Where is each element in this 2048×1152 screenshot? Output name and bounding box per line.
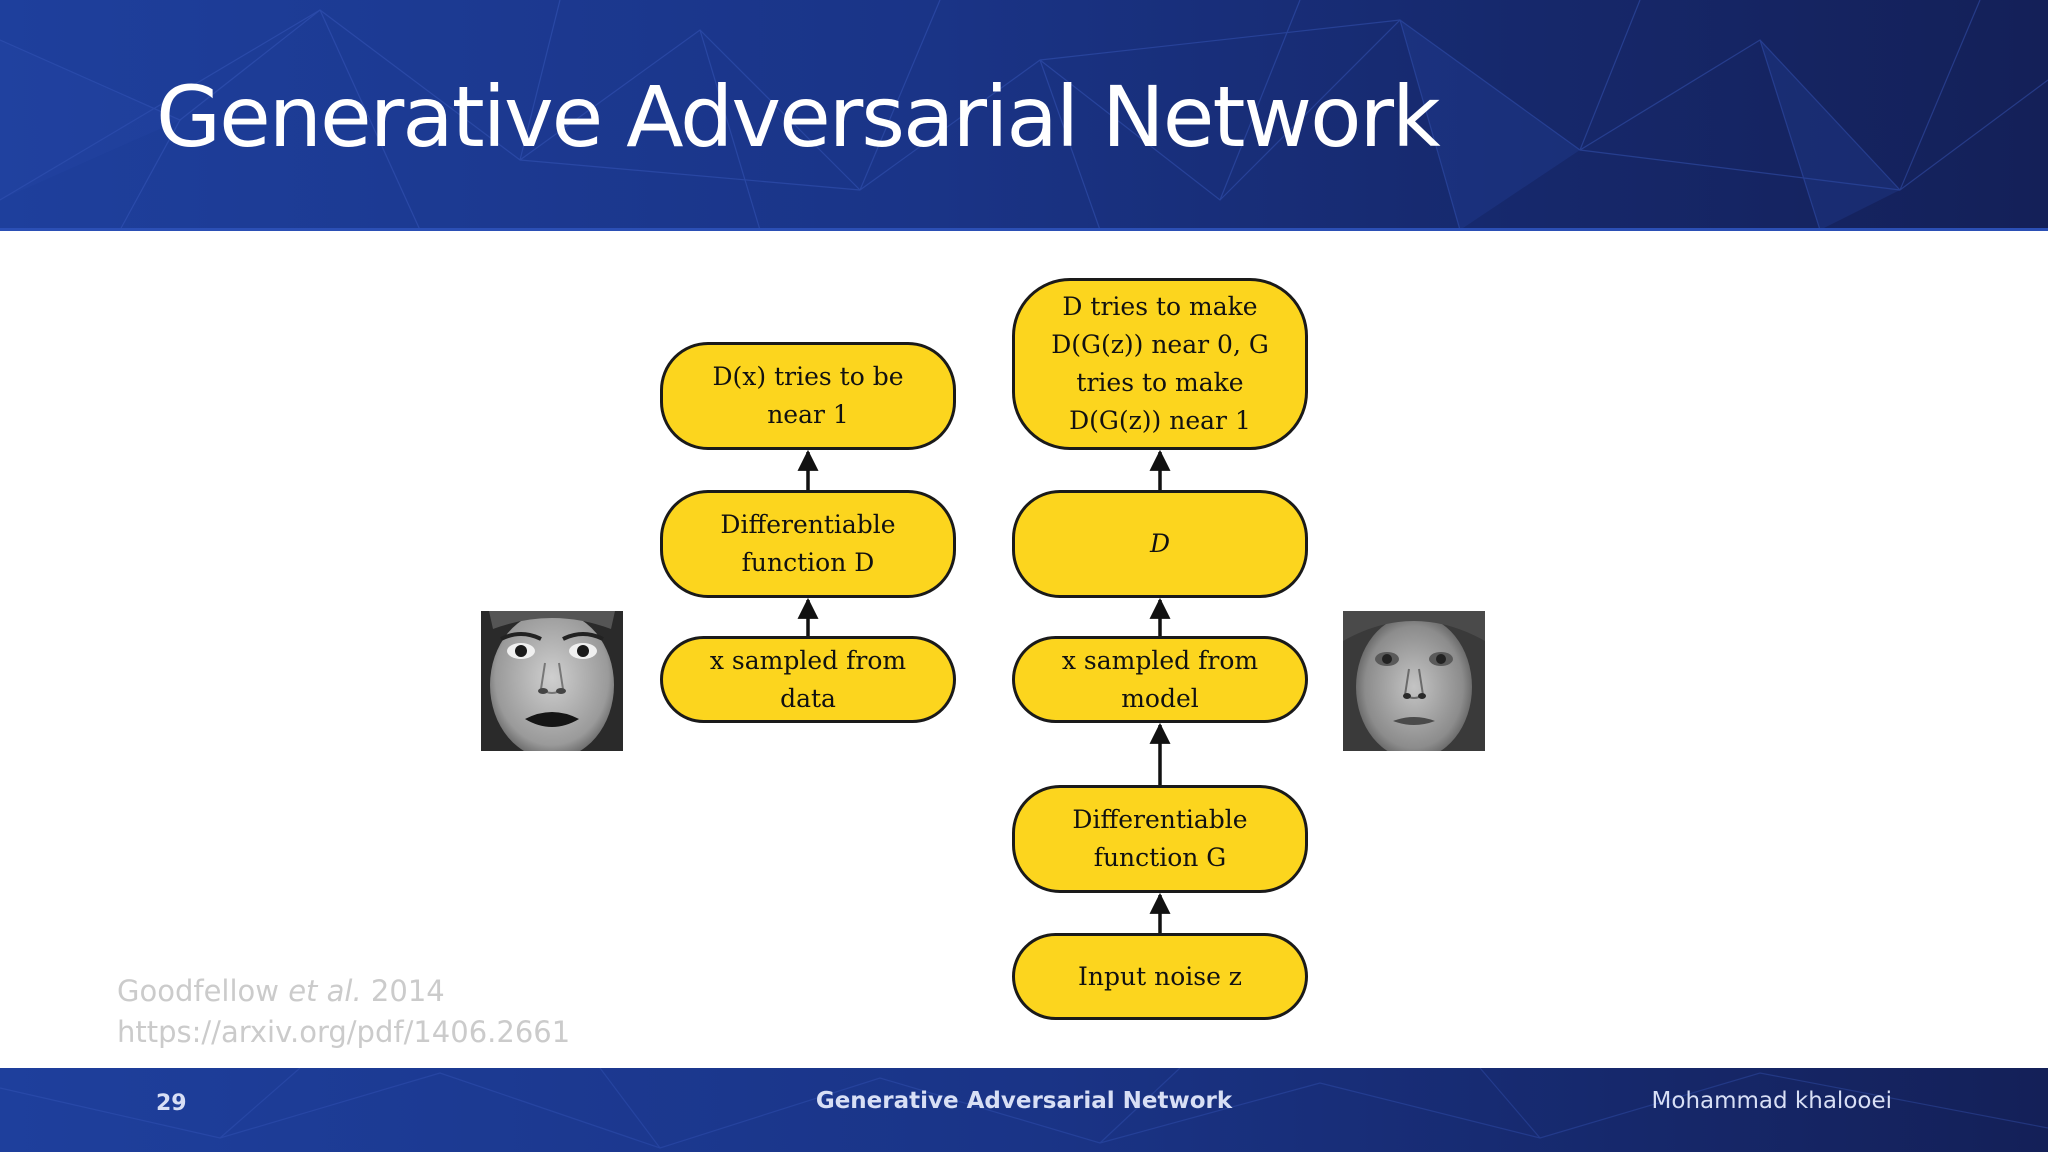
node-label: D tries to make D(G(z)) near 0, G tries … [1051, 292, 1269, 435]
citation-reference: Goodfellow et al. 2014 [117, 974, 445, 1008]
node-label: D [1149, 529, 1171, 558]
footer-title: Generative Adversarial Network [815, 1088, 1233, 1114]
node-input-noise-z: Input noise z [1012, 933, 1308, 1020]
citation-etal: et al. [288, 974, 362, 1008]
node-label: Differentiable function G [1072, 805, 1248, 872]
citation-url[interactable]: https://arxiv.org/pdf/1406.2661 [117, 1015, 571, 1049]
real-face-image [481, 611, 623, 751]
slide-header: Generative Adversarial Network [0, 0, 2048, 230]
header-divider [0, 228, 2048, 231]
node-discriminator-real-output: D(x) tries to be near 1 [660, 342, 956, 450]
slide-footer: 29 Generative Adversarial Network Mohamm… [0, 1068, 2048, 1152]
node-label: x sampled from model [1061, 645, 1259, 713]
node-x-sampled-from-data: x sampled from data [660, 636, 956, 723]
citation-authors: Goodfellow [117, 974, 279, 1008]
node-adversarial-objective: D tries to make D(G(z)) near 0, G tries … [1012, 278, 1308, 450]
footer-author: Mohammad khalooei [1651, 1088, 1892, 1114]
citation-year: 2014 [370, 974, 445, 1008]
node-label: x sampled from data [709, 645, 907, 713]
node-x-sampled-from-model: x sampled from model [1012, 636, 1308, 723]
footer-polygon-pattern [0, 1068, 2048, 1149]
node-label: Differentiable function D [720, 510, 896, 577]
node-differentiable-function-g: Differentiable function G [1012, 785, 1308, 893]
generated-face-image [1343, 611, 1485, 751]
node-differentiable-function-d: Differentiable function D [660, 490, 956, 598]
page-number: 29 [156, 1091, 187, 1116]
header-polygon-pattern [0, 0, 2048, 230]
node-discriminator-d: D [1012, 490, 1308, 598]
slide-title: Generative Adversarial Network [156, 68, 1441, 166]
node-label: D(x) tries to be near 1 [712, 362, 904, 429]
node-label: Input noise z [1078, 961, 1242, 991]
